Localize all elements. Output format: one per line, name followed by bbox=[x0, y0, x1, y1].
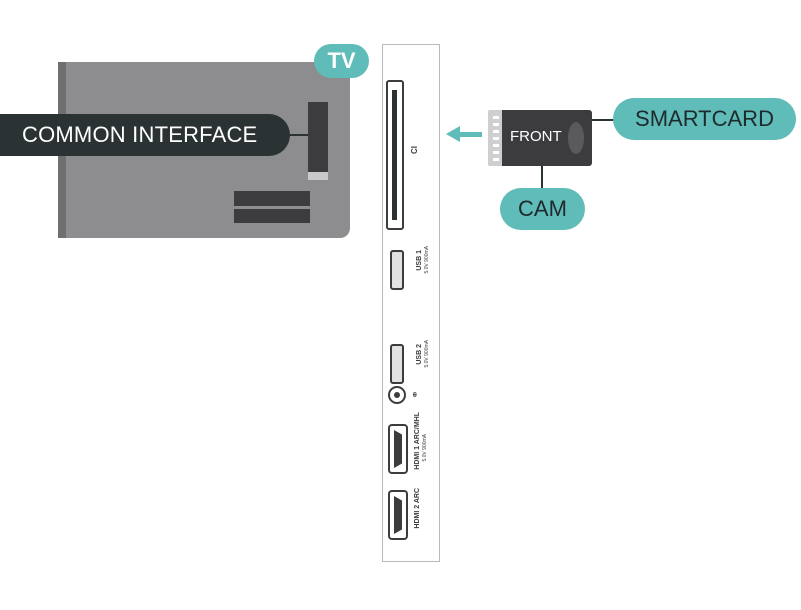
cam-pin bbox=[493, 144, 499, 147]
usb1-spec: 5.0V 900mA bbox=[424, 246, 430, 274]
cam-pin bbox=[493, 151, 499, 154]
hdmi2-label: HDMI 2 ARC bbox=[414, 488, 421, 529]
ci-port-label: CI bbox=[410, 146, 419, 154]
common-interface-text: COMMON INTERFACE bbox=[22, 122, 258, 147]
hdmi1-spec: 5.0V 900mA bbox=[422, 434, 428, 462]
cam-label: CAM bbox=[500, 188, 585, 230]
common-interface-leader-line bbox=[286, 134, 308, 136]
cam-pin bbox=[493, 158, 499, 161]
tv-ci-slot bbox=[308, 102, 328, 172]
cam-smartcard-notch bbox=[568, 122, 584, 154]
headphone-jack-hole bbox=[394, 392, 400, 398]
smartcard-leader-line bbox=[592, 119, 616, 121]
tv-connector-block-lip bbox=[234, 206, 310, 209]
usb1-port bbox=[390, 250, 404, 290]
hdmi2-port-opening bbox=[394, 496, 402, 534]
cam-leader-line bbox=[541, 166, 543, 190]
usb1-label: USB 1 bbox=[416, 250, 423, 271]
smartcard-label: SMARTCARD bbox=[613, 98, 796, 140]
tv-label: TV bbox=[314, 44, 369, 78]
headphone-icon: ⚭ bbox=[410, 390, 422, 399]
usb2-port bbox=[390, 344, 404, 384]
left-arrow-icon bbox=[446, 126, 460, 142]
cam-front-label: FRONT bbox=[510, 128, 562, 145]
tv-ci-slot-lip bbox=[308, 172, 328, 180]
ci-slot-opening bbox=[392, 90, 397, 220]
usb2-label: USB 2 bbox=[416, 344, 423, 365]
hdmi1-label: HDMI 1 ARC/MHL bbox=[414, 412, 421, 470]
cam-pin bbox=[493, 123, 499, 126]
common-interface-label: COMMON INTERFACE bbox=[0, 114, 290, 156]
cam-pin bbox=[493, 137, 499, 140]
cam-pin bbox=[493, 130, 499, 133]
hdmi1-port-opening bbox=[394, 430, 402, 468]
usb2-spec: 5.0V 900mA bbox=[424, 340, 430, 368]
left-arrow-shaft bbox=[458, 132, 482, 137]
cam-pin bbox=[493, 116, 499, 119]
